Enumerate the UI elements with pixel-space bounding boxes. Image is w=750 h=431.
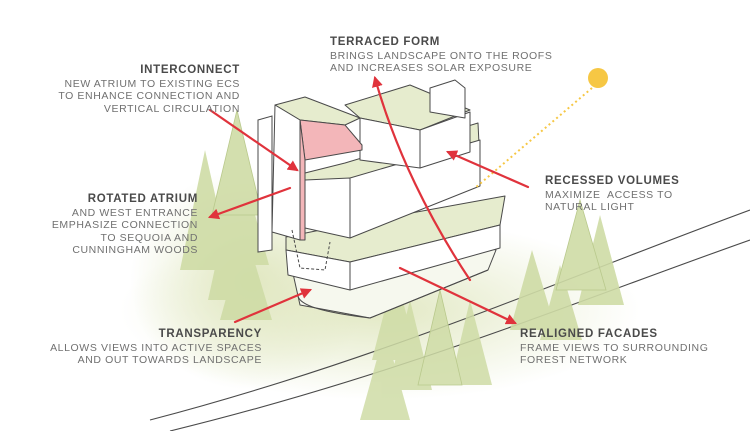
arrow-terraced — [372, 75, 472, 282]
annotation-title: RECESSED VOLUMES — [545, 175, 680, 187]
annotation-title: INTERCONNECT — [140, 64, 240, 76]
annotation-body: MAXIMIZE ACCESS TO NATURAL LIGHT — [545, 188, 673, 214]
tree-outlines — [211, 109, 607, 386]
annotation-body: ALLOWS VIEWS INTO ACTIVE SPACES AND OUT … — [50, 341, 262, 367]
annotation-body: AND WEST ENTRANCE EMPHASIZE CONNECTION T… — [51, 206, 198, 257]
annotation-terraced: TERRACED FORM BRINGS LANDSCAPE ONTO THE … — [330, 36, 552, 75]
annotation-title: TRANSPARENCY — [158, 328, 262, 340]
sun-icon — [588, 68, 608, 88]
annotation-title: REALIGNED FACADES — [520, 328, 658, 340]
annotation-body: NEW ATRIUM TO EXISTING ECS TO ENHANCE CO… — [58, 77, 240, 115]
annotation-title: TERRACED FORM — [330, 36, 441, 48]
tree-group-right — [510, 200, 624, 340]
building-atrium — [271, 104, 363, 241]
annotation-arrows — [207, 75, 530, 325]
annotation-recessed: RECESSED VOLUMES MAXIMIZE ACCESS TO NATU… — [545, 175, 680, 214]
arrow-transparency — [233, 288, 313, 324]
annotation-interconnect: INTERCONNECT NEW ATRIUM TO EXISTING ECS … — [58, 64, 240, 115]
building-lower-slab — [285, 195, 506, 291]
arrow-rotated — [207, 186, 292, 220]
sun-ray-dotted — [474, 87, 593, 189]
building-top-block — [274, 79, 471, 169]
road-line-lower — [169, 239, 750, 431]
annotation-title: ROTATED ATRIUM — [87, 193, 198, 205]
arrow-realigned — [398, 266, 517, 325]
road-line-upper — [149, 209, 750, 421]
transparency-dashed-outline — [291, 229, 331, 271]
arrow-recessed — [445, 150, 530, 189]
annotation-transparency: TRANSPARENCY ALLOWS VIEWS INTO ACTIVE SP… — [50, 328, 262, 367]
annotation-body: BRINGS LANDSCAPE ONTO THE ROOFS AND INCR… — [330, 49, 553, 75]
annotation-body: FRAME VIEWS TO SURROUNDING FOREST NETWOR… — [520, 341, 709, 367]
tree-group-bottom — [360, 270, 492, 420]
arrow-interconnect — [208, 108, 299, 172]
annotation-rotated: ROTATED ATRIUM AND WEST ENTRANCE EMPHASI… — [52, 193, 198, 257]
existing-building — [257, 115, 273, 253]
annotation-realigned: REALIGNED FACADES FRAME VIEWS TO SURROUN… — [520, 328, 708, 367]
